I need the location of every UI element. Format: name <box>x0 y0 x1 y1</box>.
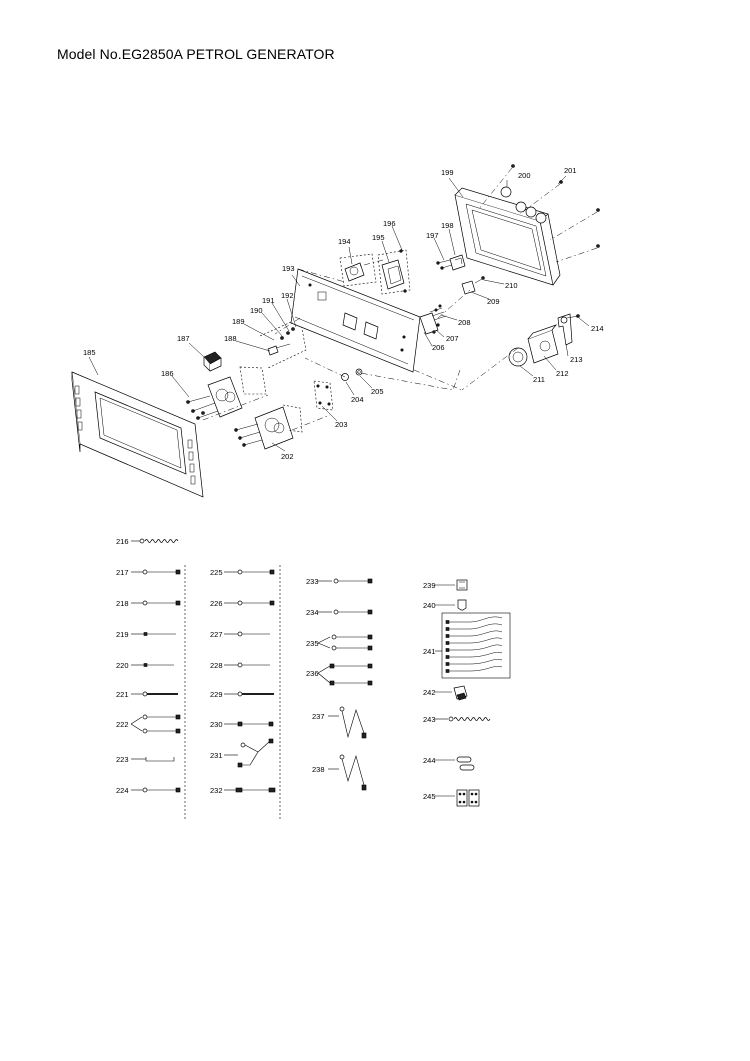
part-label: 226 <box>210 599 223 608</box>
part-label: 212 <box>556 369 569 378</box>
part-label: 241 <box>423 647 436 656</box>
socket-186 <box>186 366 267 420</box>
part-label: 214 <box>591 324 604 333</box>
part-label: 225 <box>210 568 223 577</box>
part-label: 217 <box>116 568 129 577</box>
wire-parts-col2 <box>224 569 276 793</box>
page-title: Model No.EG2850A PETROL GENERATOR <box>57 46 335 62</box>
part-label: 236 <box>306 669 319 678</box>
part-label: 186 <box>161 369 174 378</box>
part-label: 196 <box>383 219 396 228</box>
part-label: 221 <box>116 690 129 699</box>
exploded-labels: 185 186 187 188 189 190 191 192 193 194 … <box>83 166 604 461</box>
panel-plate-193 <box>290 268 421 373</box>
knobs-200-201 <box>477 164 600 263</box>
part-label: 239 <box>423 581 436 590</box>
part-label: 216 <box>116 537 129 546</box>
part-label: 185 <box>83 348 96 357</box>
harness-labels: 216 217 218 219 220 221 222 223 224 225 … <box>116 537 436 801</box>
part-label: 191 <box>262 296 275 305</box>
part-label: 235 <box>306 639 319 648</box>
part-label: 233 <box>306 577 319 586</box>
assembly-lines <box>202 259 519 431</box>
part-label: 242 <box>423 688 436 697</box>
rear-frame-199 <box>454 187 561 286</box>
part-label: 222 <box>116 720 129 729</box>
part-label: 229 <box>210 690 223 699</box>
breaker-switch-187 <box>203 351 222 372</box>
part-label: 245 <box>423 792 436 801</box>
part-label: 213 <box>570 355 583 364</box>
part-label: 220 <box>116 661 129 670</box>
part-label: 197 <box>426 231 439 240</box>
part-label: 232 <box>210 786 223 795</box>
part-label: 206 <box>432 343 445 352</box>
wire-parts-col3 <box>317 578 373 791</box>
part-label: 205 <box>371 387 384 396</box>
part-label: 240 <box>423 601 436 610</box>
parts-209-210 <box>461 276 485 295</box>
part-label: 192 <box>281 291 294 300</box>
part-label: 243 <box>423 715 436 724</box>
part-label: 238 <box>312 765 325 774</box>
voltmeter-211-214 <box>508 313 580 367</box>
part-label: 230 <box>210 720 223 729</box>
parts-204-205 <box>341 368 363 381</box>
small-parts-188-191 <box>259 317 307 369</box>
part-label: 208 <box>458 318 471 327</box>
part-label: 194 <box>338 237 351 246</box>
part-label: 201 <box>564 166 577 175</box>
misc-parts-col4 <box>435 579 511 807</box>
part-label: 209 <box>487 297 500 306</box>
exploded-leaders <box>88 175 590 452</box>
part-label: 198 <box>441 221 454 230</box>
part-label: 211 <box>533 375 545 384</box>
part-label: 218 <box>116 599 129 608</box>
front-frame-185 <box>71 371 204 498</box>
part-label: 190 <box>250 306 263 315</box>
terminals-206-208 <box>419 304 447 335</box>
part-label: 223 <box>116 755 129 764</box>
part-label: 199 <box>441 168 454 177</box>
wire-parts-col1 <box>130 538 181 793</box>
part-label: 187 <box>177 334 190 343</box>
part-label: 195 <box>372 233 385 242</box>
part-label: 231 <box>210 751 223 760</box>
part-label: 188 <box>224 334 237 343</box>
parts-194-196 <box>339 249 411 295</box>
part-label: 203 <box>335 420 348 429</box>
part-label: 202 <box>281 452 294 461</box>
parts-197-198 <box>436 254 466 271</box>
plate-203 <box>313 380 334 411</box>
socket-202 <box>234 404 303 450</box>
part-label: 200 <box>518 171 531 180</box>
part-label: 210 <box>505 281 518 290</box>
part-label: 237 <box>312 712 325 721</box>
part-label: 189 <box>232 317 245 326</box>
part-label: 244 <box>423 756 436 765</box>
part-label: 227 <box>210 630 223 639</box>
part-label: 204 <box>351 395 364 404</box>
part-label: 193 <box>282 264 295 273</box>
part-label: 207 <box>446 334 459 343</box>
part-label: 228 <box>210 661 223 670</box>
part-label: 234 <box>306 608 319 617</box>
part-label: 219 <box>116 630 129 639</box>
part-label: 224 <box>116 786 129 795</box>
